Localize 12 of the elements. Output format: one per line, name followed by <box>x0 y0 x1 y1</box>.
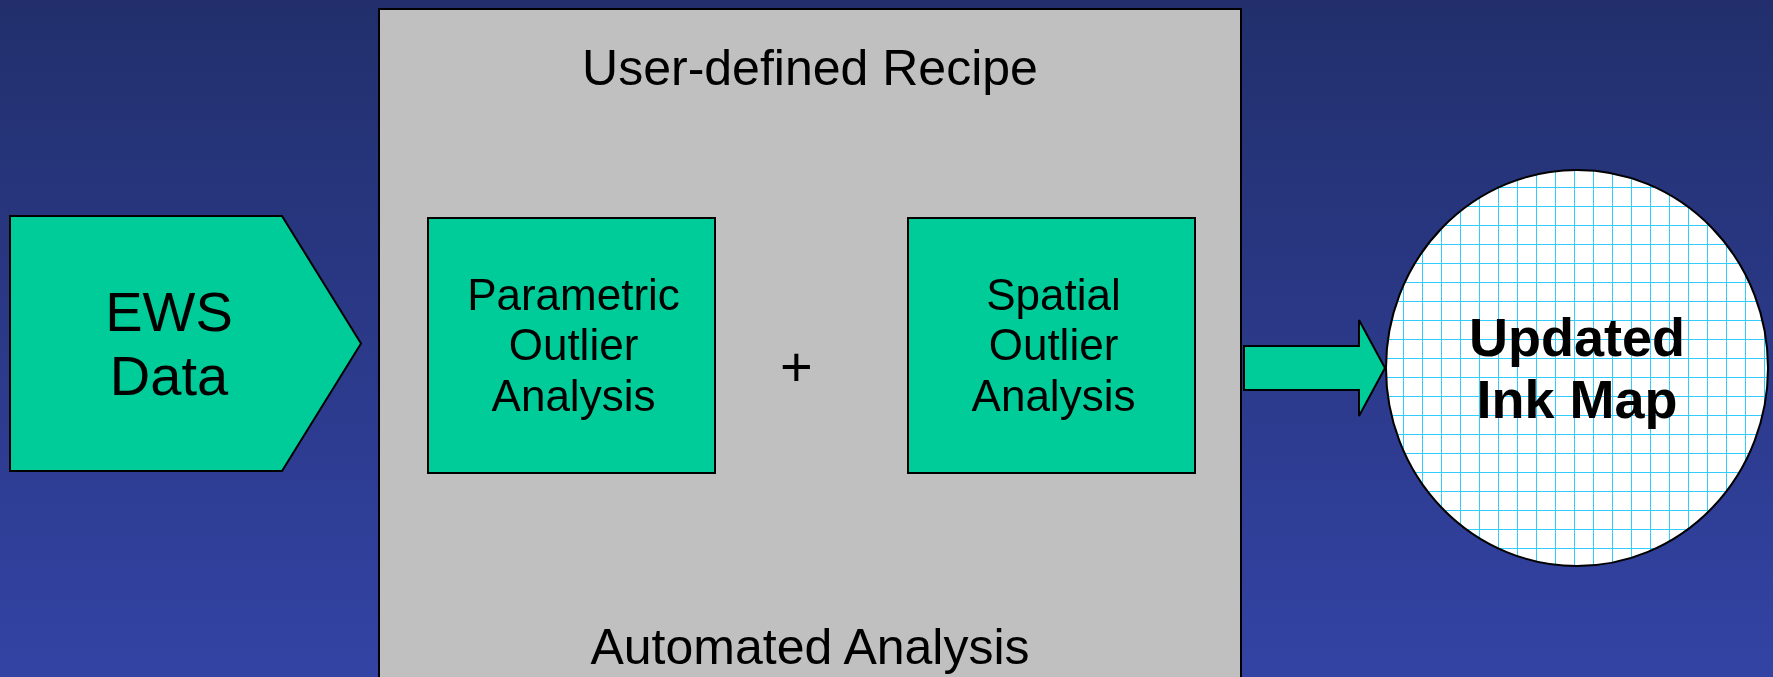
process-box <box>907 217 1196 474</box>
panel-title: User-defined Recipe <box>581 40 1039 98</box>
box-text: Parametric Outlier Analysis <box>466 269 681 422</box>
input-arrow-shape <box>9 215 362 472</box>
block-arrow <box>1243 319 1387 417</box>
box-text: EWS Data <box>104 279 234 408</box>
wafer-map-circle <box>1385 169 1769 567</box>
recipe-panel <box>378 8 1242 677</box>
panel-footer: Automated Analysis <box>380 618 1240 676</box>
box-text: Spatial Outlier Analysis <box>970 269 1137 422</box>
process-box <box>427 217 716 474</box>
plus-sign: + <box>780 335 813 400</box>
